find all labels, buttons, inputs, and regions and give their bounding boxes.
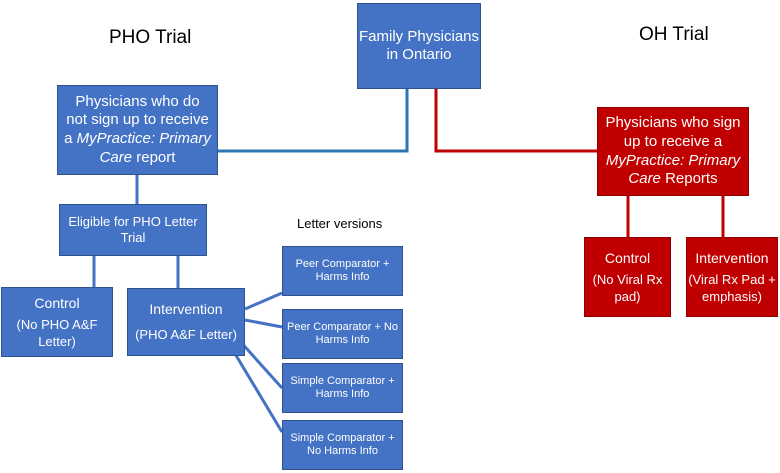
eligible-line-2: Trial [120, 230, 146, 245]
letter-version-2-line-1: Peer Comparator + No [287, 320, 398, 333]
oh-intervention-line-2: emphasis) [702, 288, 762, 304]
pho-intervention-box: Intervention (PHO A&F Letter) [127, 288, 245, 356]
no-signup-line-3-prefix: a [64, 130, 77, 147]
no-signup-line-4: Care report [100, 149, 176, 168]
no-signup-line-4-italic: Care [99, 148, 133, 166]
oh-control-line-2: pad) [614, 288, 641, 304]
letter-version-4-line-1: Simple Comparator + [290, 431, 395, 444]
letter-version-3-box: Simple Comparator + Harms Info [282, 363, 403, 413]
letter-version-2-box: Peer Comparator + No Harms Info [282, 309, 403, 359]
oh-control-box: Control (No Viral Rx pad) [584, 237, 671, 317]
oh-trial-heading: OH Trial [639, 24, 709, 45]
pho-trial-heading: PHO Trial [109, 27, 192, 48]
oh-control-title: Control [604, 249, 651, 266]
oh-control-line-1: (No Viral Rx [592, 271, 663, 287]
family-physicians-line-2: in Ontario [386, 46, 452, 63]
letter-version-3-line-1: Simple Comparator + [290, 374, 395, 387]
signup-line-4: Care Reports [628, 170, 717, 189]
family-physicians-line-1: Family Physicians [358, 28, 480, 45]
connector-intervention-to-letter-3 [236, 337, 284, 390]
signup-line-4-italic: Care [628, 170, 661, 188]
family-physicians-box: Family Physicians in Ontario [357, 3, 481, 89]
no-signup-line-4-suffix: report [132, 148, 176, 166]
no-signup-line-2: not sign up to receive [66, 111, 209, 129]
eligible-box: Eligible for PHO Letter Trial [59, 204, 207, 256]
no-signup-line-3-italic: MyPractice: Primary [76, 130, 211, 147]
letter-version-4-box: Simple Comparator + No Harms Info [282, 420, 403, 470]
letter-version-1-line-2: Harms Info [315, 271, 370, 283]
pho-control-line-1: (No PHO A&F [16, 316, 98, 332]
no-signup-line-1: Physicians who do [75, 92, 200, 110]
pho-control-box: Control (No PHO A&F Letter) [1, 287, 113, 357]
connector-intervention-to-letter-2 [244, 318, 283, 329]
letter-version-4-line-2: No Harms Info [307, 445, 378, 457]
signup-line-3: MyPractice: Primary [606, 152, 740, 171]
signup-line-2: up to receive a [623, 132, 723, 150]
letter-versions-heading: Letter versions [297, 216, 383, 231]
oh-intervention-box: Intervention (Viral Rx Pad + emphasis) [686, 237, 778, 317]
connector-family-to-signup [434, 88, 624, 153]
signup-line-3-italic: MyPractice: Primary [605, 151, 741, 169]
connector-intervention-to-letter-4 [232, 351, 284, 433]
signup-box: Physicians who sign up to receive a MyPr… [597, 107, 749, 196]
pho-intervention-title: Intervention [149, 301, 223, 318]
letter-version-3-line-2: Harms Info [315, 388, 370, 400]
pho-intervention-sub: (PHO A&F Letter) [135, 326, 237, 342]
letter-version-2-line-2: Harms Info [315, 334, 370, 346]
letter-version-1-line-1: Peer Comparator + [295, 257, 390, 270]
oh-intervention-line-1: (Viral Rx Pad + [688, 271, 776, 287]
connector-family-to-nosignup [218, 88, 409, 153]
oh-intervention-title: Intervention [695, 249, 769, 266]
pho-control-title: Control [34, 294, 80, 311]
no-signup-line-3: a MyPractice: Primary [64, 130, 211, 149]
pho-control-line-2: Letter) [38, 333, 76, 349]
letter-version-1-box: Peer Comparator + Harms Info [282, 246, 403, 296]
eligible-line-1: Eligible for PHO Letter [68, 214, 198, 230]
connector-intervention-to-letter-1 [244, 291, 283, 311]
signup-line-1: Physicians who sign [605, 114, 741, 131]
no-signup-box: Physicians who do not sign up to receive… [57, 85, 218, 175]
signup-line-4-suffix: Reports [660, 170, 718, 188]
